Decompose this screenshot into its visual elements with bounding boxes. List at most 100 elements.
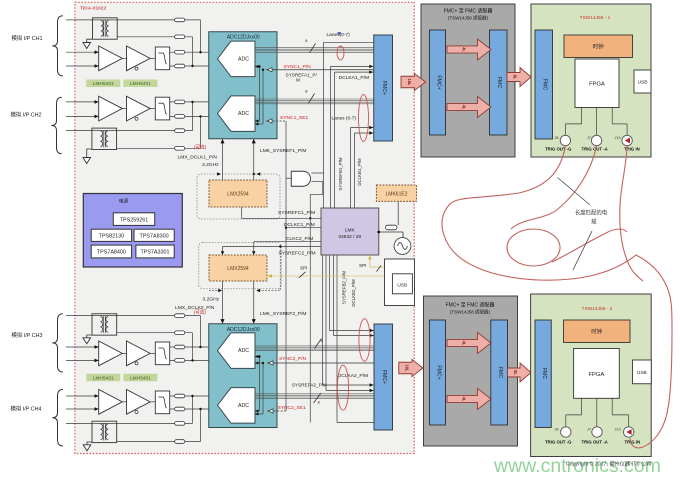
svg-text:4L: 4L xyxy=(461,341,466,346)
svg-text:TPS7A3301: TPS7A3301 xyxy=(140,250,169,256)
svg-text:J13: J13 xyxy=(615,136,621,140)
svg-text:ADC: ADC xyxy=(238,56,249,62)
svg-text:8: 8 xyxy=(321,338,324,343)
svg-text:04832 / 28: 04832 / 28 xyxy=(338,234,361,240)
svg-text:DCLKC1_P/M: DCLKC1_P/M xyxy=(284,222,315,228)
svg-text:FPGA: FPGA xyxy=(589,372,605,378)
svg-text:Lanes(0-7): Lanes(0-7) xyxy=(327,32,351,38)
svg-text:16L: 16L xyxy=(407,78,412,86)
svg-text:TSW14J58 - 1: TSW14J58 - 1 xyxy=(580,15,611,21)
svg-text:FPGA: FPGA xyxy=(589,82,605,88)
svg-text:J7: J7 xyxy=(587,428,591,432)
svg-text:ADC12DJxx00: ADC12DJxx00 xyxy=(227,35,260,41)
svg-text:USB: USB xyxy=(637,370,647,376)
svg-text:SYSREFB1_P/M: SYSREFB1_P/M xyxy=(338,157,343,191)
svg-text:8: 8 xyxy=(305,38,308,43)
svg-text:模拟 I/P CH3: 模拟 I/P CH3 xyxy=(11,331,42,339)
svg-text:时钟: 时钟 xyxy=(593,43,604,51)
svg-text:LMX_DCLK2_P/N: LMX_DCLK2_P/N xyxy=(175,305,215,311)
svg-text:时钟: 时钟 xyxy=(591,328,602,336)
svg-text:FMC: FMC xyxy=(541,368,547,379)
svg-text:Copyright © 2017, 德州仪器 (TI) 公司: Copyright © 2017, 德州仪器 (TI) 公司 xyxy=(566,460,651,468)
svg-text:DCLKA1_P/M: DCLKA1_P/M xyxy=(339,75,369,81)
svg-text:www.cntronics.com: www.cntronics.com xyxy=(493,455,661,477)
svg-text:模拟 I/P CH1: 模拟 I/P CH1 xyxy=(11,34,42,42)
svg-text:3.2GHz: 3.2GHz xyxy=(203,296,220,302)
svg-text:ADC: ADC xyxy=(238,348,249,354)
svg-text:TRIG OUT -A: TRIG OUT -A xyxy=(582,146,608,151)
svg-text:16L: 16L xyxy=(405,364,410,372)
svg-text:TPS259261: TPS259261 xyxy=(120,217,148,223)
svg-text:TRIG OUT -A: TRIG OUT -A xyxy=(582,439,608,444)
svg-text:模拟 I/P CH2: 模拟 I/P CH2 xyxy=(10,111,41,119)
svg-text:LMH5401: LMH5401 xyxy=(130,375,151,381)
svg-text:SYNC2_P/N: SYNC2_P/N xyxy=(279,356,307,362)
svg-text:SYSREFA1_P/: SYSREFA1_P/ xyxy=(286,72,318,77)
svg-text:LMH5401: LMH5401 xyxy=(130,81,151,87)
svg-text:SYNC2_SE1: SYNC2_SE1 xyxy=(278,405,307,411)
svg-text:J13: J13 xyxy=(615,428,621,432)
svg-text:LMH5401: LMH5401 xyxy=(93,375,114,381)
svg-text:TPS82130: TPS82130 xyxy=(99,234,124,240)
svg-text:长度匹配的电: 长度匹配的电 xyxy=(575,209,608,217)
svg-text:FMC+: FMC+ xyxy=(436,365,442,379)
svg-text:FMC+ 至 FMC 适配器: FMC+ 至 FMC 适配器 xyxy=(446,302,495,309)
svg-text:CLKC2_P/M: CLKC2_P/M xyxy=(286,236,313,242)
svg-text:USB: USB xyxy=(397,283,407,289)
svg-text:TRIG IN: TRIG IN xyxy=(625,439,641,444)
svg-text:电源: 电源 xyxy=(119,197,129,204)
svg-text:TRIG OUT -G: TRIG OUT -G xyxy=(545,439,572,444)
svg-text:SPI: SPI xyxy=(359,263,366,268)
svg-text:ADC12DJxx00: ADC12DJxx00 xyxy=(227,327,260,333)
svg-text:TRIG OUT -G: TRIG OUT -G xyxy=(545,146,572,151)
svg-text:LMK61E2: LMK61E2 xyxy=(386,192,408,198)
svg-text:ADC: ADC xyxy=(238,403,249,409)
svg-text:SPI: SPI xyxy=(300,266,307,271)
svg-text:SYSREFB2_P/M: SYSREFB2_P/M xyxy=(342,271,347,305)
svg-text:(可选): (可选) xyxy=(194,144,207,151)
svg-text:FMC: FMC xyxy=(497,367,503,378)
svg-text:SYSREFC1_P/M: SYSREFC1_P/M xyxy=(278,210,315,216)
svg-text:8: 8 xyxy=(305,89,308,94)
svg-text:TPS7A8400: TPS7A8400 xyxy=(97,250,126,256)
svg-text:USB: USB xyxy=(638,80,648,86)
svg-text:FMC: FMC xyxy=(496,77,502,88)
svg-text:LMK_SYSREF2_P/M: LMK_SYSREF2_P/M xyxy=(260,311,306,317)
svg-text:3.2GHz: 3.2GHz xyxy=(202,162,219,168)
svg-text:DCLKB1_P/M: DCLKB1_P/M xyxy=(357,158,362,186)
svg-text:TSW14J58 - 2: TSW14J58 - 2 xyxy=(582,306,613,312)
svg-text:SYNC1_P/N: SYNC1_P/N xyxy=(284,64,312,70)
svg-text:4L: 4L xyxy=(461,397,466,402)
svg-text:LMX2594: LMX2594 xyxy=(227,192,249,198)
svg-text:FMC+ 至 FMC 适配器: FMC+ 至 FMC 适配器 xyxy=(444,8,493,15)
svg-text:(TSW14J58 适配器): (TSW14J58 适配器) xyxy=(450,309,491,316)
svg-text:缆: 缆 xyxy=(591,218,597,226)
svg-text:SYNC1_SE1: SYNC1_SE1 xyxy=(280,115,309,121)
svg-text:(TSW14J58 适配器): (TSW14J58 适配器) xyxy=(448,15,489,22)
svg-text:8L: 8L xyxy=(513,370,518,375)
svg-text:LMX_DCLK1_P/N: LMX_DCLK1_P/N xyxy=(178,155,218,161)
svg-text:LMH5401: LMH5401 xyxy=(93,81,114,87)
svg-text:TPS7A8300: TPS7A8300 xyxy=(140,234,169,240)
svg-text:FMC+: FMC+ xyxy=(381,81,387,95)
svg-text:SYSREFC2_P/M: SYSREFC2_P/M xyxy=(278,250,315,256)
svg-text:TRIG IN: TRIG IN xyxy=(624,146,640,151)
svg-text:SYSREFA2_P/M: SYSREFA2_P/M xyxy=(292,383,327,388)
svg-text:FMC: FMC xyxy=(542,79,548,90)
svg-text:(可选): (可选) xyxy=(194,308,207,315)
svg-text:ADC: ADC xyxy=(238,111,249,117)
svg-text:J8: J8 xyxy=(555,428,559,432)
svg-text:J7: J7 xyxy=(587,136,591,140)
svg-text:LMK_SYSREF1_P/M: LMK_SYSREF1_P/M xyxy=(260,148,306,154)
svg-text:DCLKB2_P/M: DCLKB2_P/M xyxy=(351,279,356,307)
svg-text:8: 8 xyxy=(318,400,321,405)
svg-text:LMK: LMK xyxy=(345,228,356,234)
svg-text:LMX2594: LMX2594 xyxy=(227,266,249,272)
svg-text:FMC+: FMC+ xyxy=(436,75,442,89)
svg-text:J8: J8 xyxy=(555,136,559,140)
svg-text:FMC+: FMC+ xyxy=(381,370,387,384)
svg-text:TIDA-01022: TIDA-01022 xyxy=(80,6,106,12)
svg-text:4L: 4L xyxy=(461,105,466,110)
svg-text:模拟 I/P CH4: 模拟 I/P CH4 xyxy=(10,405,41,413)
svg-text:8L: 8L xyxy=(513,75,518,80)
